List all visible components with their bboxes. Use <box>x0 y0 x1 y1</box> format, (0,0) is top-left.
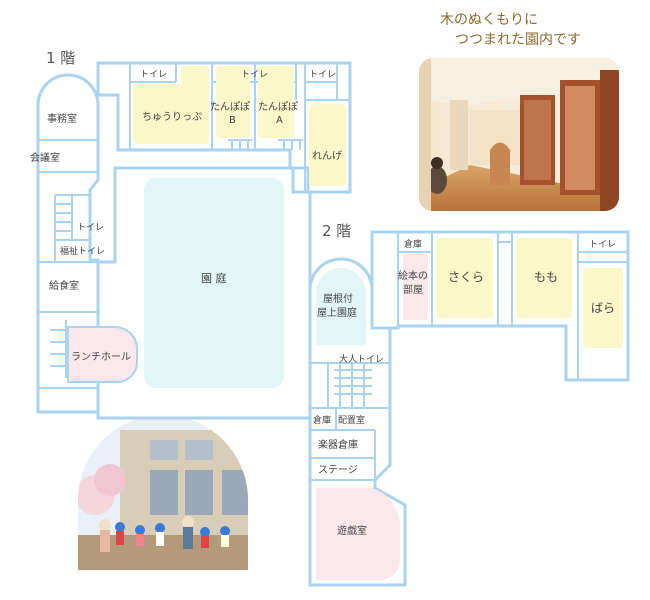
label-office: 事務室 <box>47 112 77 125</box>
label-bara: ばら <box>591 301 615 315</box>
label-playroom: 遊戯室 <box>337 524 367 537</box>
floor2-title: 2 階 <box>322 222 351 240</box>
floor2-plan <box>308 230 630 587</box>
label-toilet: トイレ <box>589 240 616 250</box>
label-toilet-4: トイレ <box>77 223 104 233</box>
label-toilet-3: トイレ <box>309 70 336 80</box>
label-tanpopo-b-1: たんぽぽ <box>210 101 250 113</box>
room-tanpopo-b <box>216 66 250 138</box>
label-allocation-room: 配置室 <box>338 414 365 426</box>
label-storage: 倉庫 <box>404 238 422 250</box>
caption-line-1: 木のぬくもりに <box>440 12 538 28</box>
room-momo <box>516 238 572 318</box>
label-picture-book-2: 部屋 <box>403 283 423 296</box>
label-sakura: さくら <box>448 270 484 284</box>
playground-photo <box>78 415 248 570</box>
room-playroom <box>316 488 400 580</box>
label-renge: れんげ <box>312 150 342 162</box>
label-toilet-2: トイレ <box>241 70 268 80</box>
floor1-plan <box>36 61 352 420</box>
label-roof-garden-1: 屋根付 <box>323 292 353 305</box>
label-picture-book-1: 絵本の <box>398 269 428 282</box>
floor1-title: 1 階 <box>46 49 75 67</box>
label-tanpopo-a-1: たんぽぽ <box>258 101 298 113</box>
label-instrument-storage: 楽器倉庫 <box>318 438 358 451</box>
hallway-photo <box>419 58 619 211</box>
label-toilet-1: トイレ <box>140 70 167 80</box>
room-renge <box>309 104 346 186</box>
label-stage: ステージ <box>318 465 358 476</box>
room-sakura <box>436 238 493 318</box>
label-lunch-hall: ランチホール <box>71 351 131 363</box>
label-tanpopo-b-2: B <box>229 115 236 126</box>
label-momo: もも <box>534 270 558 284</box>
room-bara <box>583 268 623 348</box>
label-tanpopo-a-2: A <box>276 115 283 126</box>
label-welfare-toilet: 福祉トイレ <box>60 245 105 257</box>
label-garden: 園 庭 <box>201 271 227 285</box>
area-roof-garden <box>316 268 366 345</box>
label-meeting: 会議室 <box>30 151 60 164</box>
area-garden <box>144 178 284 388</box>
label-churippu: ちゅうりっぷ <box>142 111 202 123</box>
label-storage-2: 倉庫 <box>313 414 331 426</box>
room-tanpopo-a <box>258 66 294 138</box>
caption-line-2: つつまれた園内です <box>455 32 581 48</box>
label-kitchen: 給食室 <box>49 279 79 292</box>
room-lunch-hall <box>67 326 138 383</box>
label-roof-garden-2: 屋上園庭 <box>317 306 357 319</box>
room-picture-book <box>403 254 428 320</box>
label-adult-toilet: 大人トイレ <box>339 353 384 365</box>
